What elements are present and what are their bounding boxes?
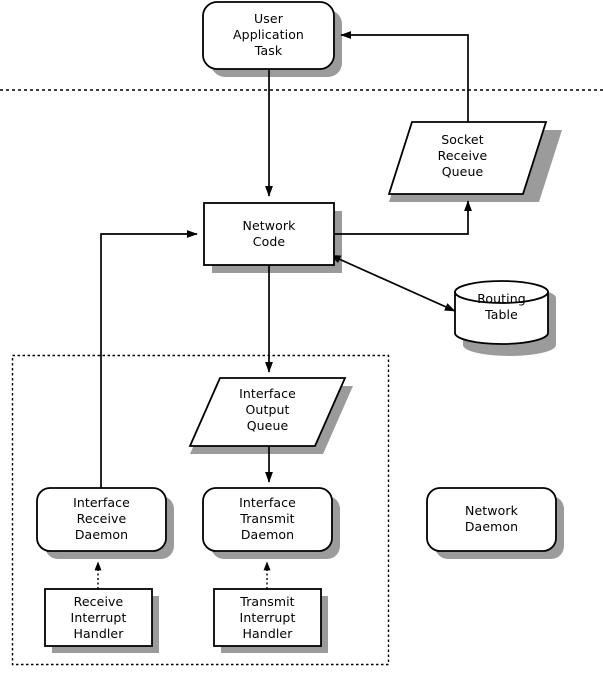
node-transmit-interrupt-handler[interactable] bbox=[213, 588, 322, 647]
node-interface-output-queue[interactable] bbox=[188, 377, 347, 447]
node-interface-transmit-daemon[interactable] bbox=[202, 487, 333, 552]
edge-socket-queue-to-user-task bbox=[340, 31, 469, 122]
node-user-application-task[interactable] bbox=[202, 1, 335, 70]
edge-receive-daemon-to-network-code bbox=[100, 230, 198, 488]
diagram-edges bbox=[100, 31, 472, 488]
edge-network-code-to-socket-queue bbox=[334, 200, 472, 235]
node-network-daemon[interactable] bbox=[426, 487, 557, 552]
node-routing-table[interactable] bbox=[454, 280, 549, 345]
node-interface-receive-daemon[interactable] bbox=[36, 487, 167, 552]
node-network-code[interactable] bbox=[203, 202, 335, 266]
node-receive-interrupt-handler[interactable] bbox=[44, 588, 153, 647]
edge-network-code-routing-table bbox=[329, 254, 456, 312]
diagram-nodes bbox=[36, 1, 557, 647]
interrupt-edges bbox=[94, 561, 271, 589]
network-daemon-boundary bbox=[11, 354, 390, 666]
node-socket-receive-queue[interactable] bbox=[387, 121, 548, 195]
